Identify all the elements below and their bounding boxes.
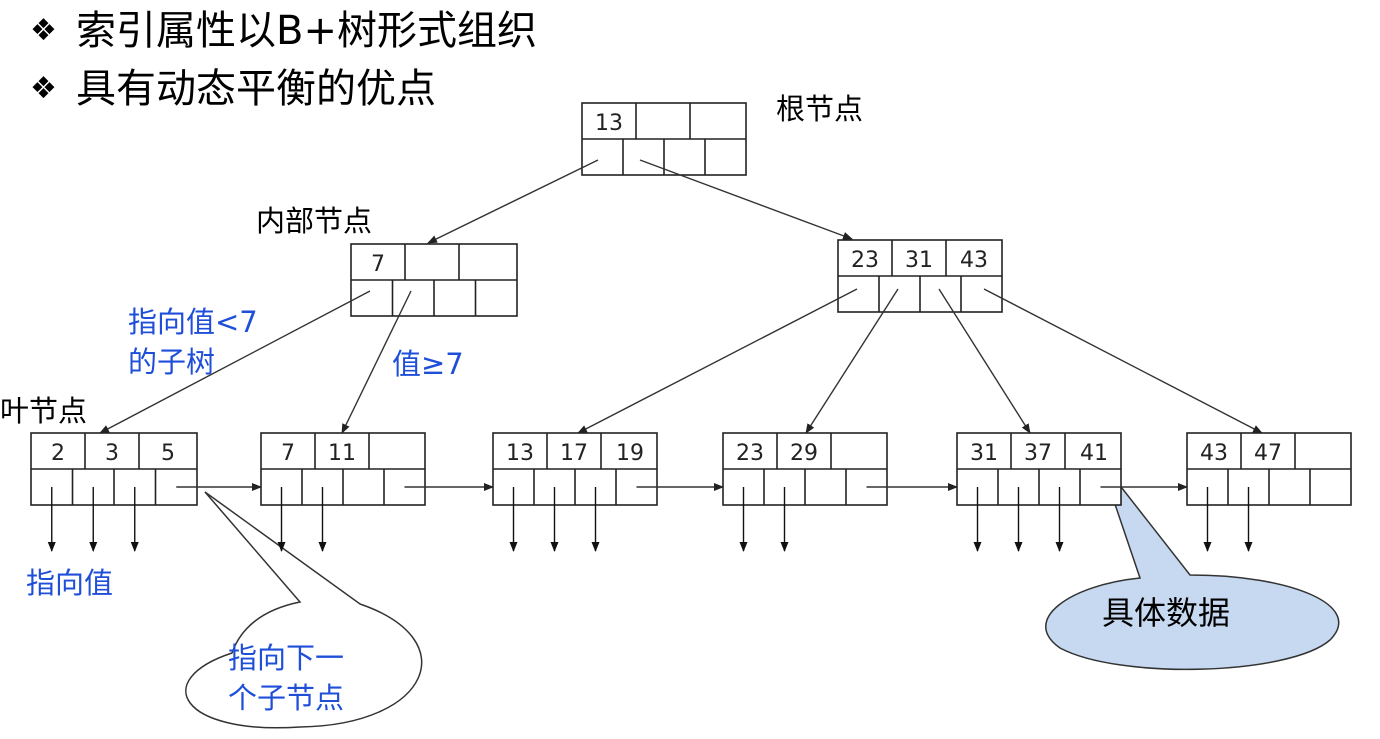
leaf-node-6-key: 43 [1200, 441, 1228, 466]
leaf-node-1-key: 2 [51, 441, 65, 466]
leaf-node-2: 7 11 [260, 432, 426, 506]
internal-node-right-key: 31 [905, 248, 933, 273]
leaf-node-2-key: 7 [281, 441, 295, 466]
concrete-data-label: 具体数据 [1102, 594, 1231, 632]
leaf-node-4: 23 29 [722, 432, 888, 506]
leaf-node-5-key: 41 [1080, 441, 1108, 466]
ge-7-label: 值≥7 [392, 347, 464, 381]
less-than-7-label-line1: 指向值<7 [128, 305, 258, 339]
leaf-node-4-key: 29 [790, 441, 818, 466]
internal-node-right: 23 31 43 [837, 239, 1003, 313]
bullet-1: ❖ 索引属性以B+树形式组织 [30, 8, 537, 54]
next-node-label-line1: 指向下一 [228, 641, 345, 675]
edge-right-to-leaf6 [983, 288, 1263, 434]
leaf-node-3-key: 17 [560, 441, 588, 466]
leaf-node-5-key: 31 [970, 441, 998, 466]
next-node-callout [185, 491, 423, 729]
edge-right-to-leaf3 [577, 288, 858, 434]
leaf-node-2-key: 11 [328, 441, 356, 466]
bullet-2: ❖ 具有动态平衡的优点 [30, 66, 436, 112]
leaf-node-3: 13 17 19 [492, 432, 658, 506]
internal-node-left-key: 7 [371, 252, 385, 277]
internal-node-right-key: 43 [960, 248, 988, 273]
leaf-node-5-key: 37 [1024, 441, 1052, 466]
edge-left-to-leaf1 [99, 290, 371, 434]
leaf-node-3-key: 13 [506, 441, 534, 466]
root-node: 13 [581, 102, 747, 176]
leaf-node-1-key: 3 [105, 441, 119, 466]
points-to-value-label: 指向值 [26, 566, 114, 600]
root-node-key: 13 [595, 111, 623, 136]
leaf-node-6-key: 47 [1254, 441, 1282, 466]
leaf-node-5: 31 37 41 [956, 432, 1122, 506]
internal-node-left: 7 [350, 243, 518, 317]
diamond-bullet-icon: ❖ [30, 13, 57, 48]
next-node-label-line2: 个子节点 [228, 681, 345, 715]
leaf-node-3-key: 19 [616, 441, 644, 466]
edge-left-to-leaf2 [341, 290, 412, 434]
diamond-bullet-icon: ❖ [30, 71, 57, 106]
leaf-node-4-key: 23 [736, 441, 764, 466]
bullet-1-text: 索引属性以B+树形式组织 [76, 8, 537, 54]
leaf-node-1: 2 3 5 [30, 432, 198, 506]
root-node-label: 根节点 [776, 92, 864, 126]
internal-node-right-key: 23 [851, 248, 879, 273]
leaf-node-1-key: 5 [161, 441, 175, 466]
leaf-node-label: 叶节点 [0, 394, 88, 428]
internal-node-label: 内部节点 [256, 204, 373, 238]
bullet-2-text: 具有动态平衡的优点 [76, 66, 436, 112]
data-callout [1045, 459, 1340, 671]
edge-root-to-right [639, 159, 853, 240]
edge-right-to-leaf5 [938, 288, 1031, 434]
leaf-node-6: 43 47 [1186, 432, 1352, 506]
edge-root-to-left [427, 159, 599, 244]
edge-right-to-leaf4 [805, 288, 899, 434]
less-than-7-label-line2: 的子树 [128, 345, 216, 379]
